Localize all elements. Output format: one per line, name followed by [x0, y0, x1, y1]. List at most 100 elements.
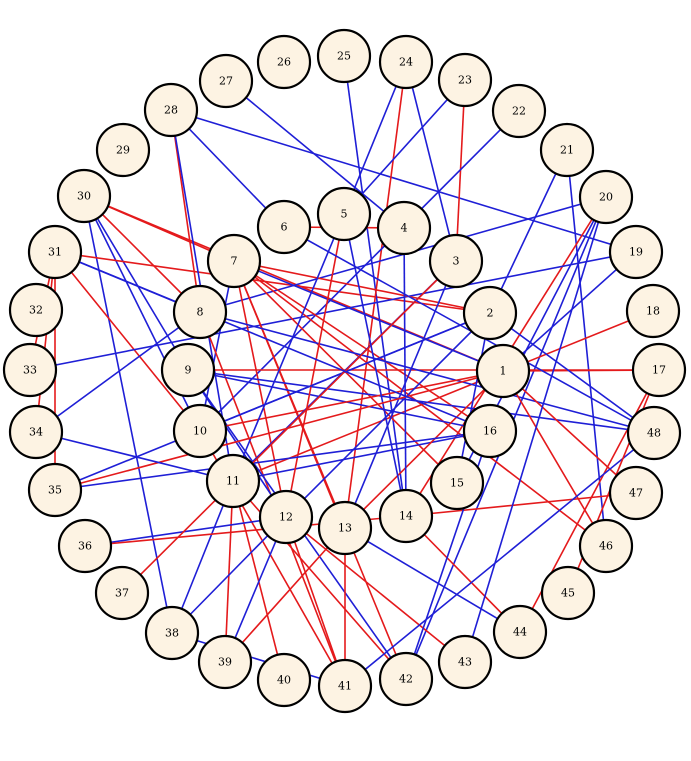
edge-19-33 [29, 251, 637, 371]
node-15: 15 [429, 455, 485, 511]
node-label: 18 [646, 305, 660, 318]
edge-1-47 [502, 370, 637, 494]
edge-7-42 [233, 260, 407, 680]
node-label: 35 [48, 484, 62, 497]
node-label: 2 [487, 307, 494, 320]
node-9: 9 [160, 342, 216, 398]
edge-2-35 [54, 312, 491, 491]
node-circle [437, 634, 493, 690]
edge-22-10 [199, 110, 520, 432]
node-label: 46 [599, 540, 613, 553]
node-circle [317, 658, 373, 714]
node-circle [198, 53, 254, 109]
edge-28-6 [170, 109, 285, 228]
node-label: 26 [277, 56, 291, 69]
node-48: 48 [626, 405, 682, 461]
node-circle [631, 342, 687, 398]
node-28: 28 [143, 82, 199, 138]
node-label: 47 [629, 487, 643, 500]
node-8: 8 [172, 284, 228, 340]
node-label: 8 [197, 306, 204, 319]
node-circle [378, 488, 434, 544]
node-circle [578, 169, 634, 225]
node-17: 17 [631, 342, 687, 398]
node-circle [428, 233, 484, 289]
edge-35-1 [54, 370, 504, 491]
edge-10-1 [199, 370, 504, 432]
node-33: 33 [2, 342, 58, 398]
edge-24-13 [344, 61, 407, 529]
node-5: 5 [316, 186, 372, 242]
edge-8-48 [199, 311, 655, 434]
node-4: 4 [376, 200, 432, 256]
node-20: 20 [578, 169, 634, 225]
node-circle [27, 224, 83, 280]
edge-9-16 [187, 369, 491, 432]
edge-13-39 [224, 527, 346, 663]
node-label: 36 [78, 540, 92, 553]
edge-16-35 [54, 430, 491, 491]
edge-31-16 [54, 251, 491, 432]
node-label: 38 [165, 627, 179, 640]
node-label: 25 [337, 50, 351, 63]
node-label: 11 [226, 475, 240, 488]
node-circle [491, 83, 547, 139]
edge-7-1 [233, 260, 504, 372]
nodes-layer: 1234567891011121314151617181920212223242… [2, 28, 687, 714]
edge-28-19 [170, 109, 637, 253]
node-label: 22 [512, 105, 526, 118]
node-label: 19 [629, 246, 643, 259]
node-circle [8, 282, 64, 338]
node-circle [475, 343, 531, 399]
node-label: 1 [500, 365, 507, 378]
node-label: 4 [401, 222, 408, 235]
node-label: 16 [483, 425, 497, 438]
edge-2-48 [489, 312, 655, 434]
node-circle [376, 200, 432, 256]
node-42: 42 [378, 651, 434, 707]
node-23: 23 [437, 52, 493, 108]
node-circle [94, 565, 150, 621]
node-label: 41 [338, 680, 352, 693]
edge-11-39 [224, 480, 234, 663]
edge-19-1 [502, 251, 637, 372]
edge-13-1 [344, 370, 504, 529]
node-3: 3 [428, 233, 484, 289]
edge-11-16 [232, 430, 491, 482]
node-45: 45 [540, 565, 596, 621]
edge-30-38 [83, 195, 173, 634]
node-18: 18 [625, 283, 681, 339]
node-circle [256, 34, 312, 90]
node-43: 43 [437, 634, 493, 690]
node-circle [205, 453, 261, 509]
node-label: 32 [29, 304, 43, 317]
edges-layer [29, 55, 660, 687]
edge-7-12 [233, 260, 287, 518]
edge-9-48 [187, 369, 655, 434]
node-label: 20 [599, 191, 613, 204]
node-21: 21 [539, 122, 595, 178]
node-46: 46 [578, 518, 634, 574]
edge-18-11 [232, 310, 654, 482]
edge-11-38 [171, 480, 234, 634]
node-6: 6 [256, 199, 312, 255]
node-label: 40 [277, 674, 291, 687]
node-circle [95, 122, 151, 178]
edge-21-46 [566, 149, 607, 547]
node-label: 27 [219, 75, 233, 88]
node-label: 39 [218, 656, 232, 669]
edge-31-2 [54, 251, 491, 314]
node-32: 32 [8, 282, 64, 338]
edge-43-20 [464, 196, 607, 663]
edge-12-36 [84, 516, 287, 547]
node-circle [378, 34, 434, 90]
node-37: 37 [94, 565, 150, 621]
node-circle [27, 462, 83, 518]
node-circle [144, 605, 200, 661]
node-38: 38 [144, 605, 200, 661]
edge-7-10 [199, 260, 235, 432]
node-label: 10 [193, 425, 207, 438]
node-label: 24 [399, 56, 413, 69]
node-36: 36 [57, 518, 113, 574]
edge-14-4 [403, 227, 407, 517]
